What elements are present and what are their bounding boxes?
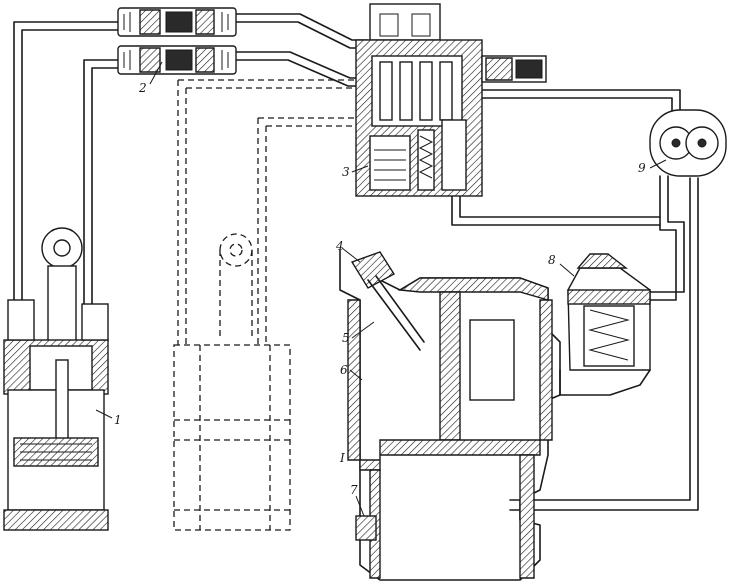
callout-labels: 1 2 3 4 5 6 7 8 9 I xyxy=(114,81,646,497)
callout-label: 6 xyxy=(340,363,348,377)
gear-pump xyxy=(649,109,727,177)
hydraulic-cylinder xyxy=(3,227,109,531)
callout-label: 3 xyxy=(342,165,350,179)
callout-label: 4 xyxy=(335,239,344,253)
pipelines xyxy=(13,13,699,511)
callout-label: 2 xyxy=(138,81,147,95)
callout-label: 1 xyxy=(114,413,122,427)
callout-label: 5 xyxy=(342,331,350,345)
oil-filter xyxy=(559,253,651,396)
callout-label: 9 xyxy=(638,161,646,175)
callout-label: 8 xyxy=(548,253,556,267)
upper-coupling xyxy=(117,7,237,37)
control-valve-block xyxy=(355,3,547,197)
callout-label: 7 xyxy=(350,483,358,497)
callout-label: I xyxy=(339,451,345,465)
lower-coupling xyxy=(117,45,237,75)
hose-couplings xyxy=(117,7,237,75)
callout-leaders xyxy=(95,61,667,517)
dashed-alternate-position xyxy=(173,79,356,531)
gearbox-housing xyxy=(339,249,561,581)
